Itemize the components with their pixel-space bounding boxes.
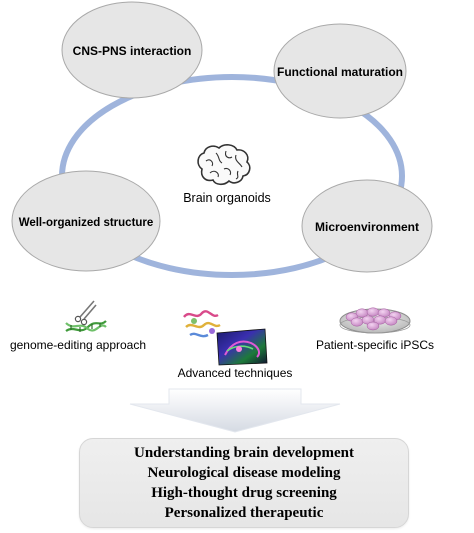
outcome-line: Personalized therapeutic (164, 505, 324, 521)
node-microenvironment: Microenvironment (301, 179, 433, 273)
protein-structure-icon (183, 310, 221, 338)
ipsc-label: Patient-specific iPSCs (316, 338, 434, 352)
brain-icon (197, 144, 251, 186)
node-cns-pns-label: CNS-PNS interaction (73, 44, 192, 58)
node-structure-label: Well-organized structure (19, 217, 154, 229)
node-cns-pns-bubble (61, 1, 203, 99)
microscopy-image-icon (216, 328, 268, 366)
outcome-line: Understanding brain development (133, 445, 355, 461)
dna-scissors-icon (65, 300, 107, 332)
node-structure-bubble (11, 170, 161, 272)
genome-editing-label: genome-editing approach (10, 338, 146, 352)
advanced-techniques-label: Advanced techniques (178, 366, 293, 380)
outcome-line: Neurological disease modeling (147, 465, 341, 481)
node-microenv-bubble (301, 179, 433, 273)
node-microenv-label: Microenvironment (315, 220, 419, 234)
node-functional-label: Functional maturation (277, 65, 403, 79)
node-functional-bubble (273, 23, 407, 119)
cell-dish-icon (339, 307, 411, 334)
brain-organoids-label: Brain organoids (183, 191, 271, 205)
outcomes-box: Understanding brain development Neurolog… (79, 438, 409, 528)
node-cns-pns: CNS-PNS interaction (61, 1, 203, 99)
outcome-line: High-thought drug screening (151, 485, 337, 501)
node-well-organized-structure: Well-organized structure (11, 170, 161, 272)
down-arrow (129, 388, 341, 433)
node-functional-maturation: Functional maturation (273, 23, 407, 119)
